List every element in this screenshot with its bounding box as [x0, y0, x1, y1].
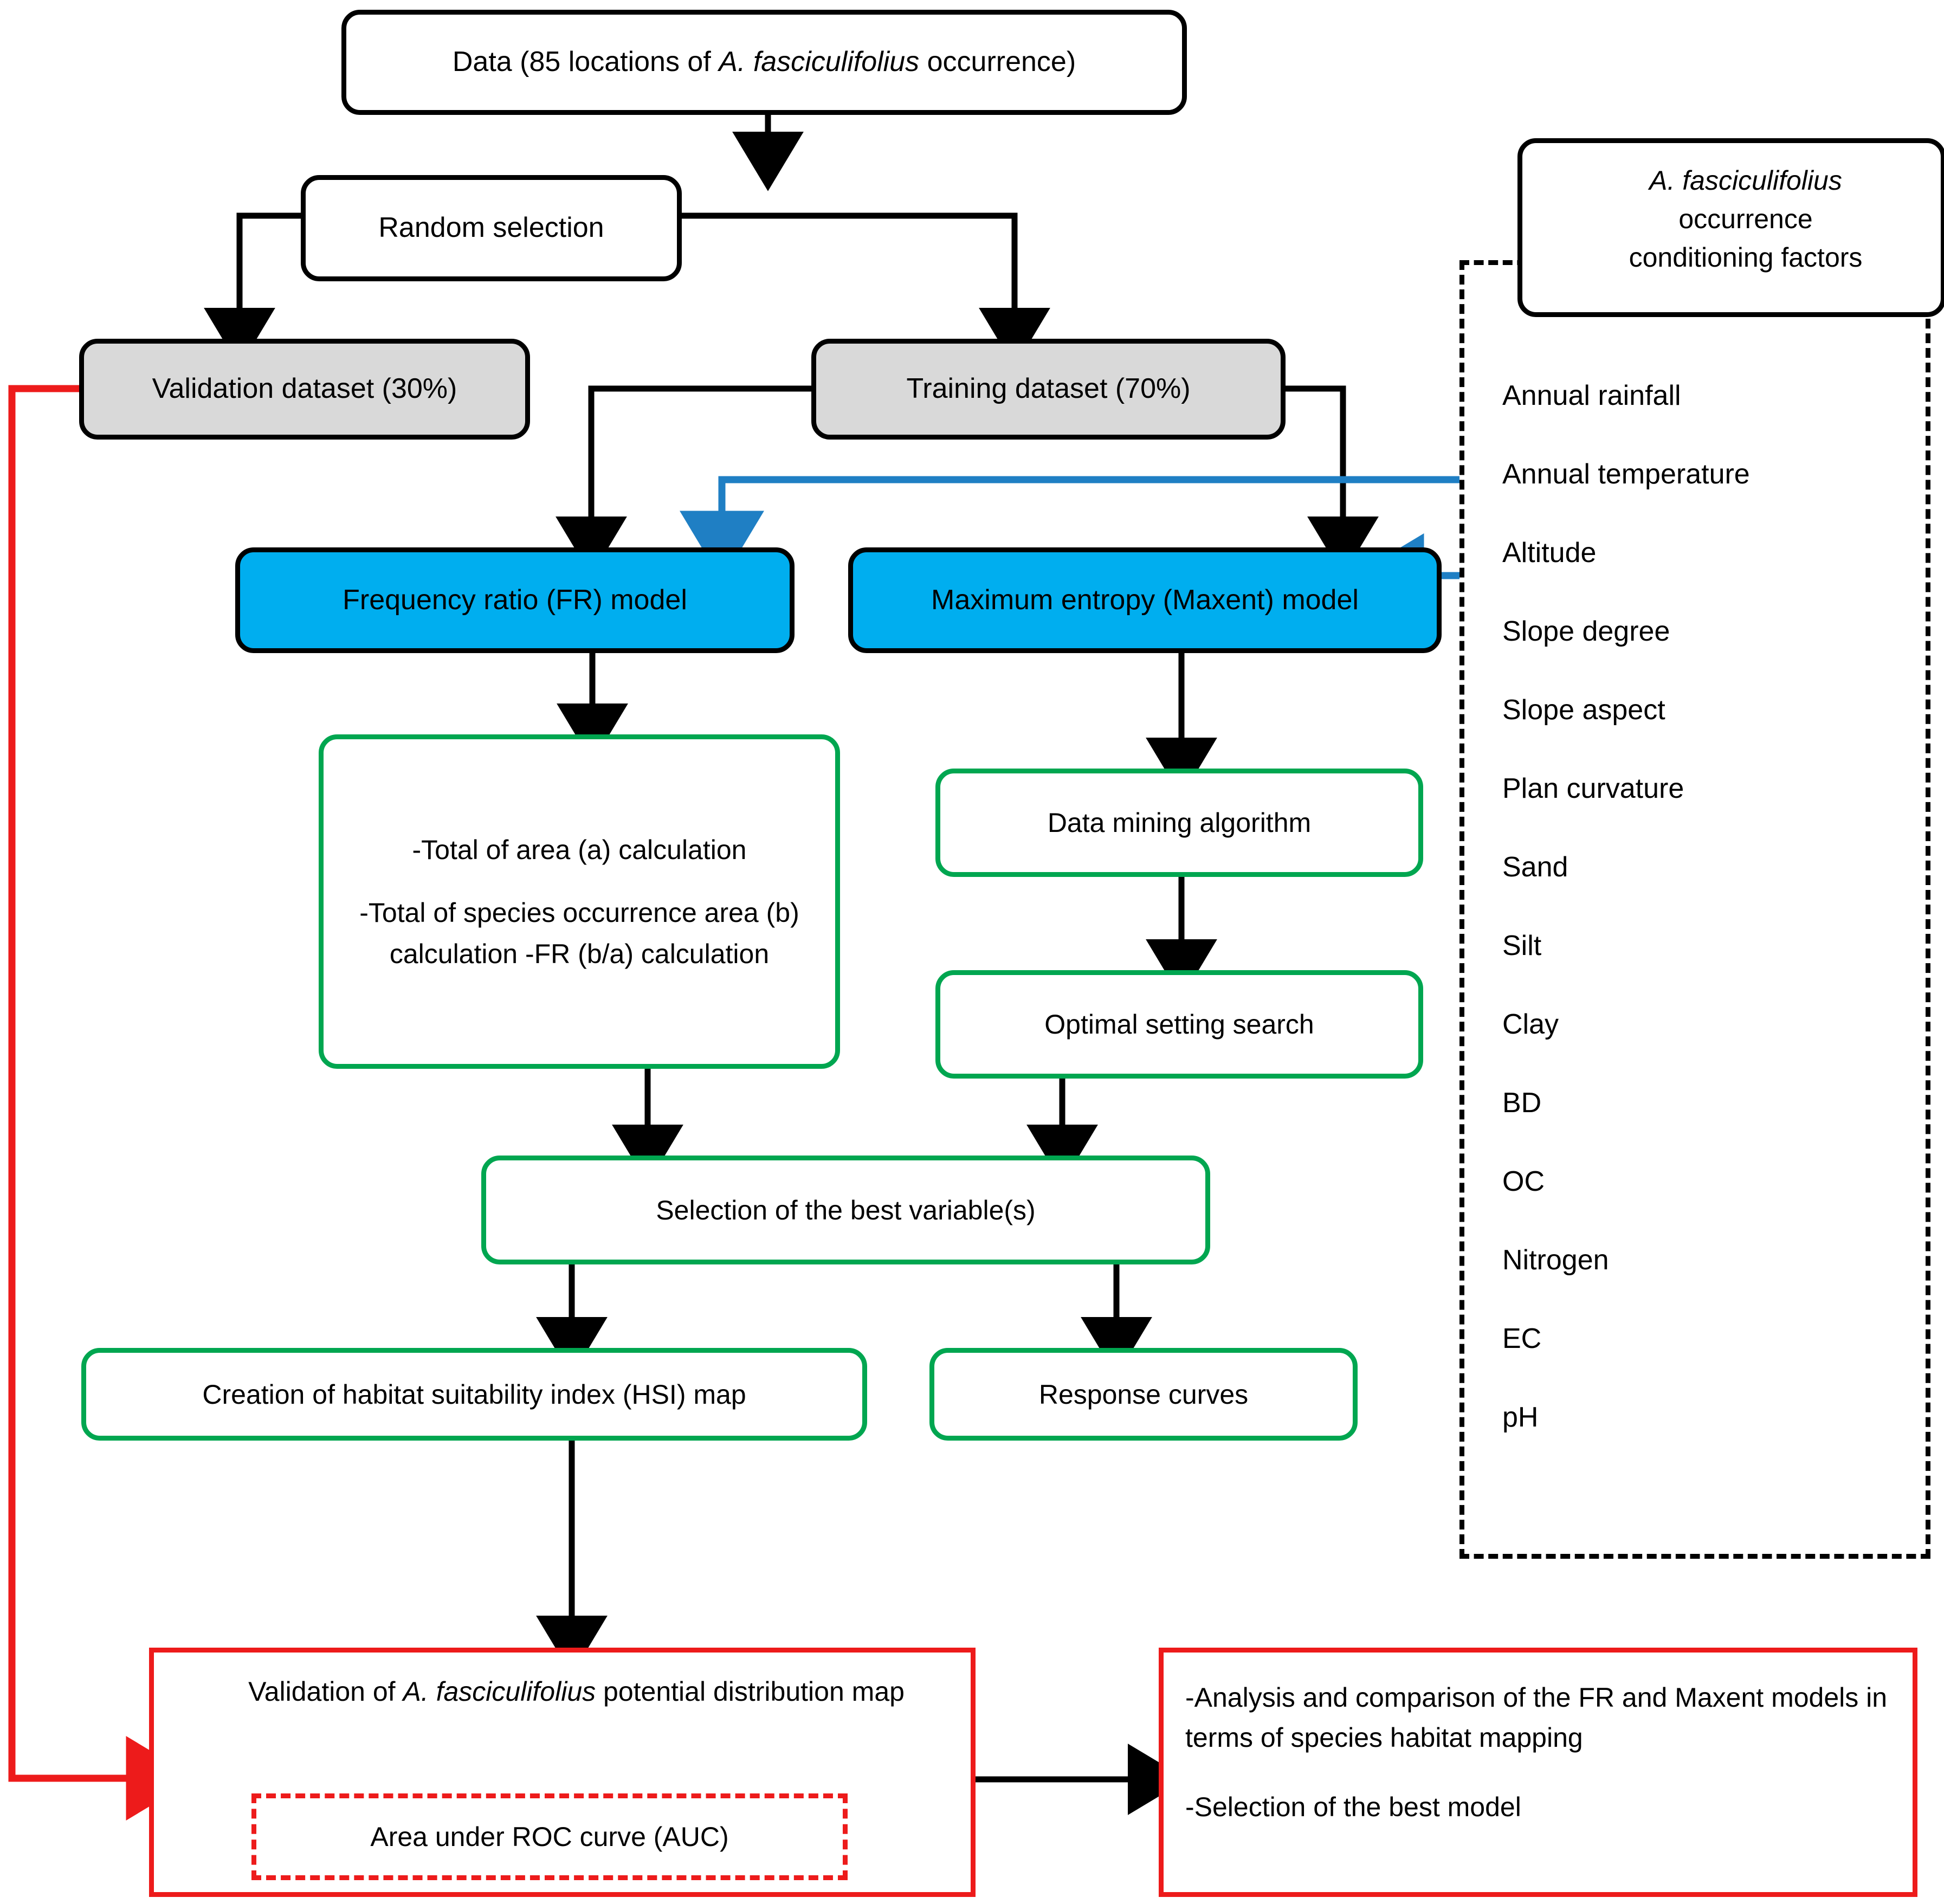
hsi-map-label: Creation of habitat suitability index (H… — [202, 1379, 746, 1410]
factor-plan-curvature: Plan curvature — [1502, 773, 1684, 804]
conditioning-header-line2: occurrence — [1678, 204, 1813, 234]
node-auc-box[interactable]: Area under ROC curve (AUC) — [251, 1793, 848, 1880]
data-label-head: Data (85 locations of — [452, 46, 719, 78]
node-response-curves[interactable]: Response curves — [929, 1348, 1358, 1441]
training-dataset-label: Training dataset (70%) — [906, 373, 1191, 405]
node-conditioning-header[interactable]: A. fasciculifolius occurrence conditioni… — [1517, 138, 1944, 317]
optimal-setting-label: Optimal setting search — [1044, 1009, 1314, 1040]
factor-bd: BD — [1502, 1087, 1542, 1119]
conditioning-header-species: A. fasciculifolius — [1649, 165, 1842, 196]
data-mining-label: Data mining algorithm — [1047, 808, 1312, 838]
node-fr-model[interactable]: Frequency ratio (FR) model — [235, 547, 795, 653]
node-hsi-map[interactable]: Creation of habitat suitability index (H… — [81, 1348, 867, 1441]
validation-dataset-label: Validation dataset (30%) — [152, 373, 457, 405]
validation-box-species: A. fasciculifolius — [403, 1676, 596, 1707]
node-training-dataset[interactable]: Training dataset (70%) — [811, 339, 1286, 440]
comparison-line1: -Analysis and comparison of the FR and M… — [1185, 1682, 1888, 1753]
wire-random-to-validation — [204, 212, 301, 367]
factor-ec: EC — [1502, 1323, 1542, 1354]
factor-slope-aspect: Slope aspect — [1502, 694, 1665, 726]
auc-label: Area under ROC curve (AUC) — [370, 1822, 729, 1852]
wire-factors-to-fr — [680, 476, 1459, 582]
wire-training-to-fr — [556, 385, 811, 576]
node-validation-box[interactable]: Validation of A. fasciculifolius potenti… — [149, 1648, 976, 1897]
response-curves-label: Response curves — [1038, 1379, 1249, 1410]
factor-altitude: Altitude — [1502, 537, 1597, 569]
wire-validation-dataset-to-validation-box — [8, 385, 197, 1821]
node-maxent-model[interactable]: Maximum entropy (Maxent) model — [848, 547, 1442, 653]
fr-steps-line2: -Total of species occurrence area (b) ca… — [359, 897, 799, 969]
conditioning-header-line3: conditioning factors — [1629, 242, 1863, 273]
factor-clay: Clay — [1502, 1009, 1559, 1040]
node-data-mining[interactable]: Data mining algorithm — [935, 769, 1423, 877]
factor-silt: Silt — [1502, 930, 1542, 961]
data-label-species: A. fasciculifolius — [719, 46, 920, 78]
wire-random-to-training — [682, 212, 1050, 367]
node-data[interactable]: Data (85 locations of A. fasciculifolius… — [341, 10, 1187, 115]
validation-box-label-tail: potential distribution map — [596, 1676, 905, 1707]
maxent-model-label: Maximum entropy (Maxent) model — [931, 584, 1359, 616]
factor-annual-temperature: Annual temperature — [1502, 459, 1750, 490]
comparison-line2: -Selection of the best model — [1185, 1792, 1521, 1822]
factor-slope-degree: Slope degree — [1502, 616, 1670, 647]
node-optimal-setting[interactable]: Optimal setting search — [935, 970, 1423, 1079]
node-random-selection[interactable]: Random selection — [301, 175, 682, 281]
wire-training-to-maxent — [1286, 385, 1379, 576]
factor-annual-rainfall: Annual rainfall — [1502, 380, 1681, 411]
conditioning-factors-container — [1459, 260, 1930, 1559]
node-fr-steps[interactable]: -Total of area (a) calculation -Total of… — [319, 734, 840, 1069]
best-variables-label: Selection of the best variable(s) — [656, 1195, 1036, 1225]
factor-ph: pH — [1502, 1402, 1539, 1433]
factor-nitrogen: Nitrogen — [1502, 1244, 1609, 1276]
fr-model-label: Frequency ratio (FR) model — [343, 584, 687, 616]
factor-oc: OC — [1502, 1166, 1545, 1197]
factor-sand: Sand — [1502, 851, 1568, 883]
validation-box-label-head: Validation of — [248, 1676, 403, 1707]
data-label-tail: occurrence) — [919, 46, 1076, 78]
node-best-variables[interactable]: Selection of the best variable(s) — [481, 1156, 1210, 1264]
fr-steps-line1: -Total of area (a) calculation — [412, 834, 747, 865]
node-validation-dataset[interactable]: Validation dataset (30%) — [79, 339, 530, 440]
random-selection-label: Random selection — [378, 212, 604, 244]
node-comparison-box[interactable]: -Analysis and comparison of the FR and M… — [1159, 1648, 1917, 1897]
